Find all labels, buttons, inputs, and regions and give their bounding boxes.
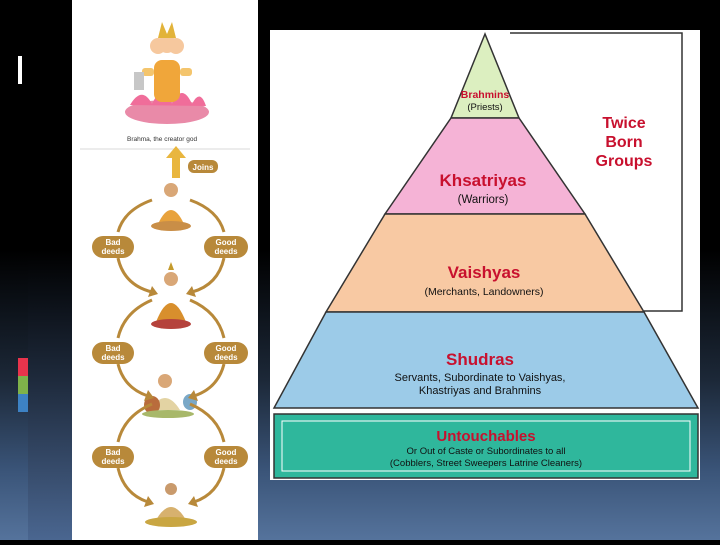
tier-vaishyas-title: Vaishyas	[448, 263, 521, 282]
cycle-label-good-3: Good deeds	[204, 446, 248, 468]
brahma-caption: Brahma, the creator god	[127, 136, 197, 143]
cycle-arrowheads	[144, 286, 198, 507]
joins-label: Joins	[193, 163, 214, 172]
rebirth-cycle-panel: Brahma, the creator god Joins	[72, 0, 258, 540]
caste-pyramid-panel: Twice Born Groups Brahmins (Priests) Khs…	[270, 30, 700, 480]
cycle-arrows	[116, 198, 226, 504]
person-sage	[151, 183, 191, 231]
tier-shudras-desc-line-1: Servants, Subordinate to Vaishyas,	[394, 372, 565, 384]
caste-pyramid: Twice Born Groups Brahmins (Priests) Khs…	[272, 32, 700, 479]
accent-bar-blue	[18, 394, 28, 412]
svg-text:deeds: deeds	[214, 457, 238, 466]
joins-badge	[188, 160, 218, 173]
tier-untouchables-title: Untouchables	[436, 428, 535, 445]
cycle-label-good-2: Good deeds	[204, 342, 248, 364]
svg-text:deeds: deeds	[214, 247, 238, 256]
accent-bar-green	[18, 376, 28, 394]
svg-text:Bad: Bad	[105, 238, 120, 247]
svg-text:Bad: Bad	[105, 448, 120, 457]
accent-bar-red	[18, 358, 28, 376]
tier-shudras-desc-line-2: Khastriyas and Brahmins	[419, 385, 542, 397]
cycle-label-bad-1: Bad deeds	[92, 236, 134, 258]
svg-text:Good: Good	[216, 238, 237, 247]
twice-born-label-line-1: Twice	[602, 115, 645, 132]
svg-text:Bad: Bad	[105, 344, 120, 353]
rebirth-cycle-illustration: Brahma, the creator god Joins	[80, 22, 250, 527]
tier-untouchables	[273, 413, 699, 479]
tier-vaishyas-desc: (Merchants, Landowners)	[424, 286, 543, 298]
person-worker	[145, 483, 197, 527]
tier-khsatriyas-desc: (Warriors)	[458, 194, 509, 206]
person-warrior	[151, 262, 191, 329]
svg-text:deeds: deeds	[101, 457, 125, 466]
tier-untouchables-inner-border	[281, 420, 691, 472]
cycle-label-good-1: Good deeds	[204, 236, 248, 258]
joins-arrow	[166, 146, 186, 178]
tier-shudras-title: Shudras	[446, 350, 514, 369]
twice-born-label-line-2: Born	[605, 134, 642, 151]
tier-shudras	[272, 311, 700, 409]
brahma-figure	[125, 22, 209, 124]
tier-brahmins-desc: (Priests)	[467, 102, 502, 113]
twice-born-label-line-3: Groups	[596, 153, 653, 170]
svg-text:deeds: deeds	[214, 353, 238, 362]
left-dark-strip	[28, 0, 72, 540]
cycle-label-bad-3: Bad deeds	[92, 446, 134, 468]
twice-born-bracket	[510, 32, 683, 312]
svg-text:Good: Good	[216, 344, 237, 353]
tier-untouchables-desc-line-1: Or Out of Caste or Subordinates to all	[407, 446, 566, 457]
svg-text:deeds: deeds	[101, 353, 125, 362]
tier-untouchables-desc-line-2: (Cobblers, Street Sweepers Latrine Clean…	[390, 458, 582, 469]
tier-khsatriyas-title: Khsatriyas	[440, 171, 527, 190]
svg-text:deeds: deeds	[101, 247, 125, 256]
cycle-label-bad-2: Bad deeds	[92, 342, 134, 364]
bullet-marker-inner	[22, 56, 30, 84]
svg-text:Good: Good	[216, 448, 237, 457]
tier-brahmins-title: Brahmins	[461, 89, 510, 101]
